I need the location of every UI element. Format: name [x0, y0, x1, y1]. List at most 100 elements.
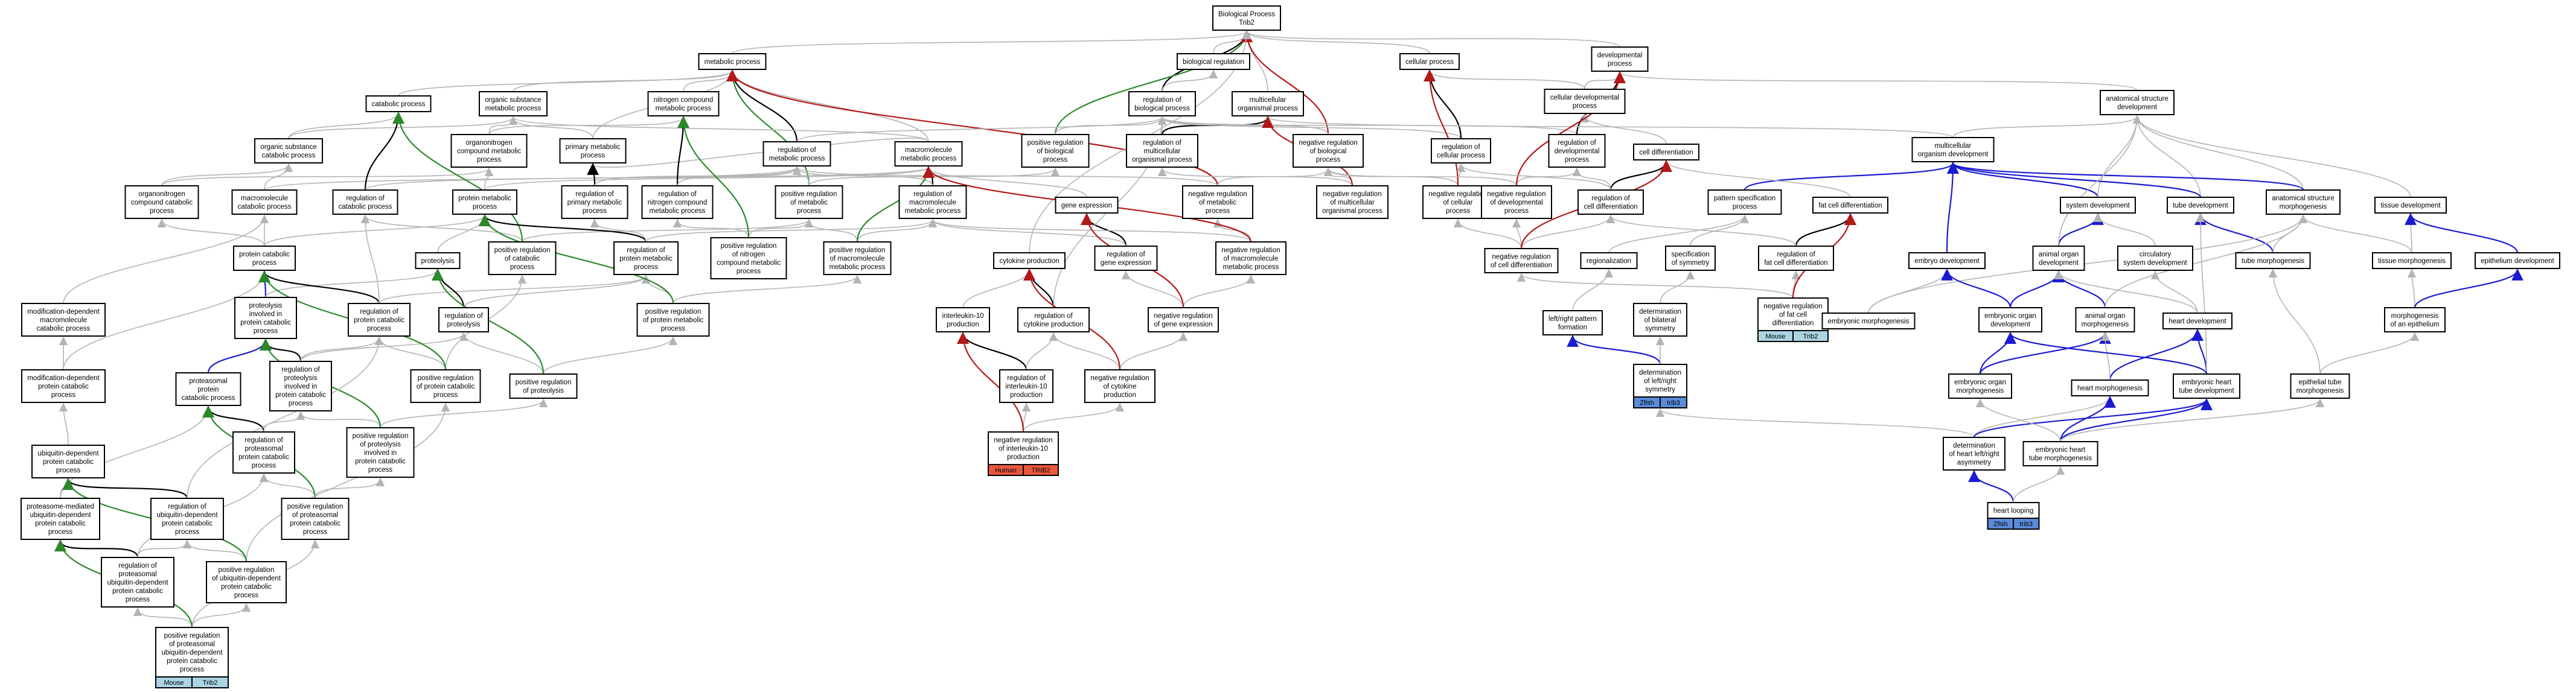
- go-term-node[interactable]: system development: [2060, 197, 2136, 214]
- go-term-node[interactable]: regionalization: [1580, 252, 1638, 269]
- go-term-node[interactable]: embryo development: [1908, 252, 1986, 269]
- go-term-node[interactable]: proteasome-mediatedubiquitin-dependentpr…: [21, 498, 100, 540]
- go-term-node[interactable]: embryonic morphogenesis: [1821, 313, 1916, 329]
- go-term-node[interactable]: cytokine production: [993, 252, 1066, 269]
- go-term-node[interactable]: tissue morphogenesis: [2372, 252, 2452, 269]
- go-term-node[interactable]: modification-dependentmacromoleculecatab…: [21, 303, 106, 337]
- go-term-node[interactable]: tube development: [2167, 197, 2234, 214]
- go-term-node[interactable]: heart development: [2162, 313, 2232, 329]
- go-term-node[interactable]: tissue development: [2374, 197, 2447, 214]
- go-term-node[interactable]: heart morphogenesis: [2071, 379, 2149, 396]
- go-term-node[interactable]: epithelium development: [2475, 252, 2560, 269]
- go-term-node[interactable]: tube morphogenesis: [2235, 252, 2311, 269]
- go-term-node[interactable]: proteolysis: [415, 252, 461, 269]
- go-term-node[interactable]: cell differentiation: [1633, 144, 1699, 160]
- go-term-node[interactable]: regulation ofubiquitin-dependentprotein …: [150, 498, 224, 540]
- go-term-node[interactable]: biological regulation: [1177, 53, 1250, 70]
- go-term-node[interactable]: gene expression: [1055, 197, 1119, 214]
- go-term-node[interactable]: fat cell differentiation: [1812, 197, 1888, 214]
- go-term-node[interactable]: regulation ofproteasomalubiquitin-depend…: [101, 557, 174, 608]
- go-term-node[interactable]: metabolic process: [698, 53, 767, 70]
- go-term-node[interactable]: catabolic process: [365, 95, 432, 112]
- go-term-node[interactable]: cellular process: [1399, 53, 1460, 70]
